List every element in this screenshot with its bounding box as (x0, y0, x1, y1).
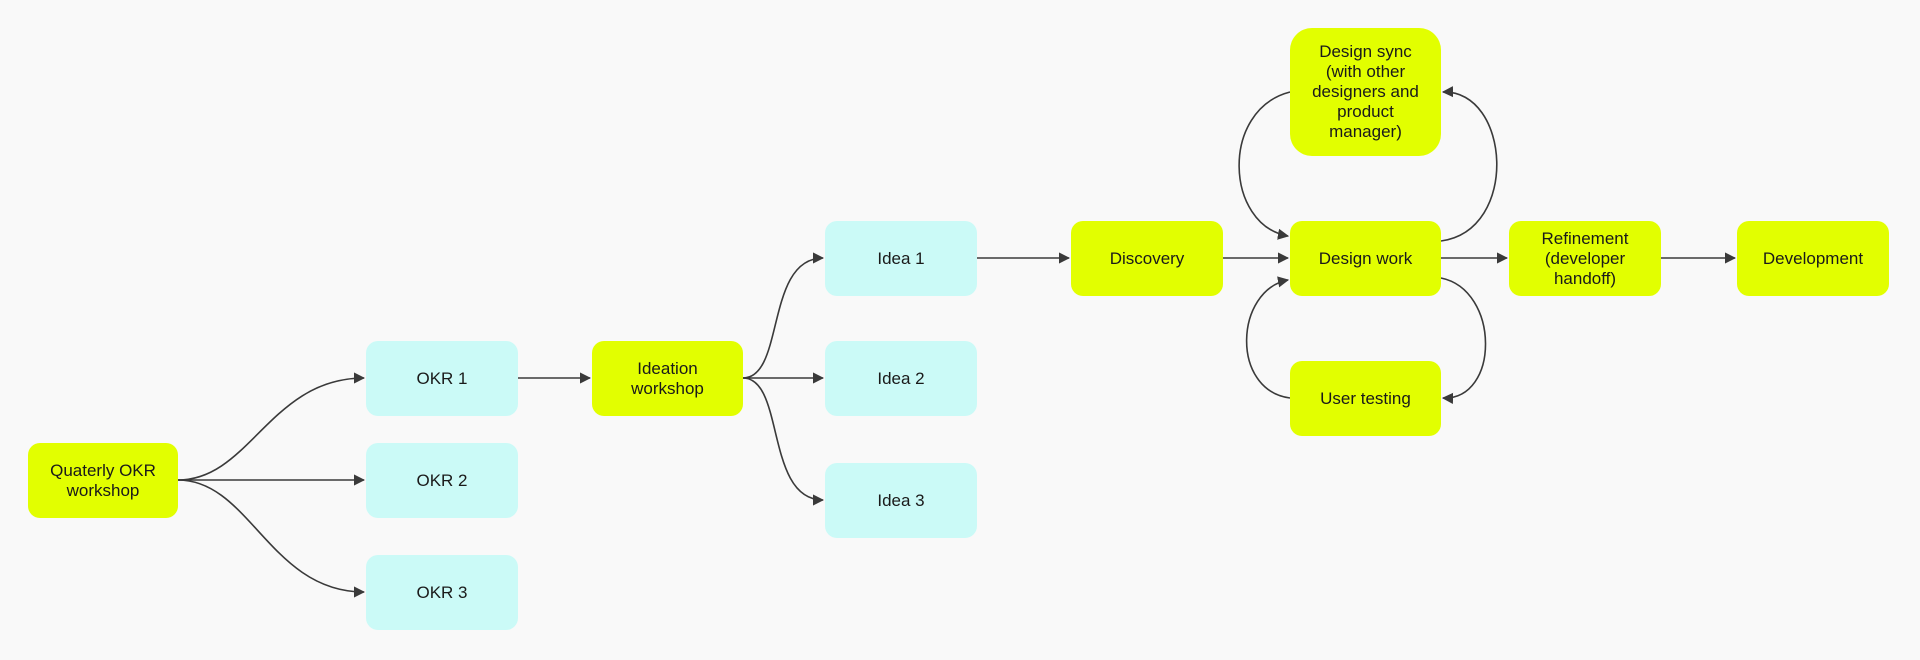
edge-design-work-to-design-sync (1440, 86, 1498, 242)
edge-design-work-to-user-testing (1440, 277, 1487, 404)
refinement-node[interactable]: Refinement (developer handoff) (1509, 221, 1661, 296)
idea-1-node[interactable]: Idea 1 (825, 221, 977, 296)
design-work-node[interactable]: Design work (1290, 221, 1441, 296)
user-testing-node[interactable]: User testing (1290, 361, 1441, 436)
edge-ideation-to-idea1 (742, 252, 825, 379)
quaterly-okr-workshop-node[interactable]: Quaterly OKR workshop (28, 443, 178, 518)
okr-1-node[interactable]: OKR 1 (366, 341, 518, 416)
okr-3-node[interactable]: OKR 3 (366, 555, 518, 630)
ideation-workshop-node[interactable]: Ideation workshop (592, 341, 743, 416)
edge-ideation-to-idea3 (742, 377, 825, 506)
development-node[interactable]: Development (1737, 221, 1889, 296)
discovery-node[interactable]: Discovery (1071, 221, 1223, 296)
edge-user-testing-to-design-work (1245, 276, 1291, 399)
edge-group (177, 86, 1737, 598)
design-sync-node[interactable]: Design sync (with other designers and pr… (1290, 28, 1441, 156)
idea-2-node[interactable]: Idea 2 (825, 341, 977, 416)
idea-3-node[interactable]: Idea 3 (825, 463, 977, 538)
okr-2-node[interactable]: OKR 2 (366, 443, 518, 518)
edge-okr-workshop-to-okr1 (177, 372, 366, 481)
edge-okr-workshop-to-okr3 (177, 479, 366, 598)
edge-design-sync-to-design-work (1238, 91, 1291, 240)
